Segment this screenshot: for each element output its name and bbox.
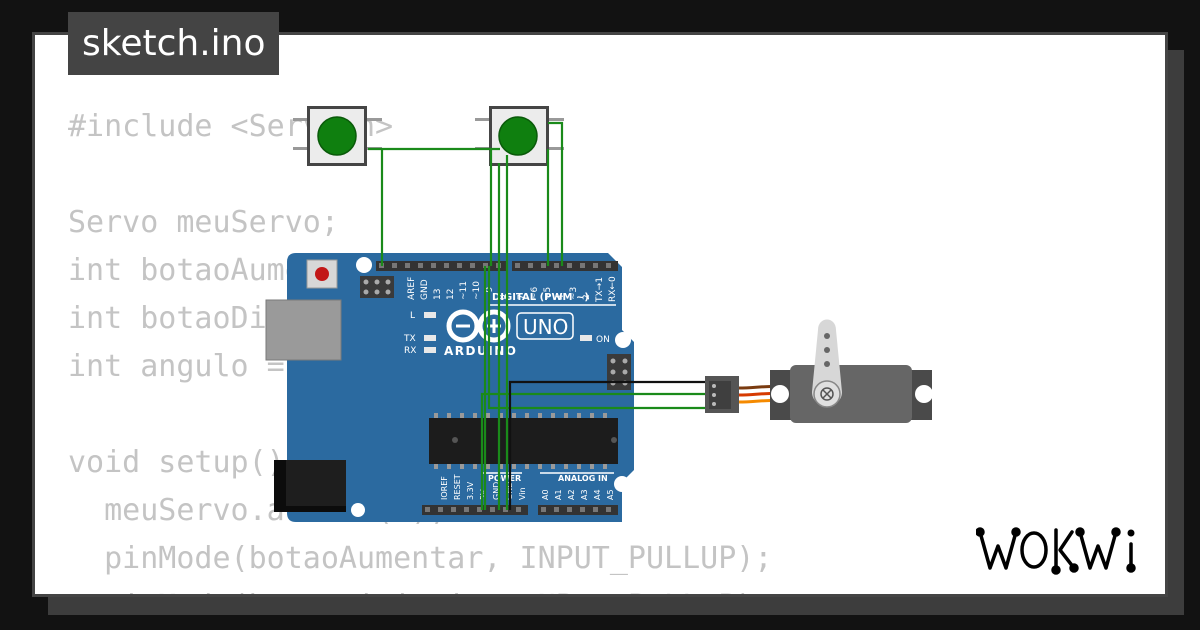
wire-servo-power xyxy=(480,392,706,510)
pin-label: 3.3V xyxy=(466,481,475,500)
led-rx-label: RX xyxy=(404,346,416,356)
pin-label: 12 xyxy=(446,289,456,300)
pin-label: A2 xyxy=(567,489,576,500)
pin-label: A4 xyxy=(593,489,602,500)
pin-label: Vin xyxy=(518,487,527,500)
analog-header[interactable] xyxy=(538,505,618,515)
arduino-uno-board[interactable]: AREF GND 13 12 ~11 ~10 ~9 8 7 ~6 ~5 4 ~3… xyxy=(265,253,634,522)
pin-label: RESET xyxy=(453,474,462,500)
pin-label: ~10 xyxy=(472,281,482,300)
uno-badge xyxy=(516,312,574,340)
pin-label: A0 xyxy=(541,489,550,500)
mounting-hole xyxy=(614,476,630,492)
analog-label: ANALOG IN xyxy=(558,474,608,483)
pin-label: ~6 xyxy=(530,286,540,300)
mounting-hole xyxy=(615,332,631,348)
pin-label: A3 xyxy=(580,489,589,500)
servo-motor[interactable] xyxy=(705,319,933,424)
pin-label: ~5 xyxy=(543,287,553,300)
icsp2-header xyxy=(607,354,631,390)
pin-label: IOREF xyxy=(440,476,449,500)
mounting-hole xyxy=(356,257,372,273)
pin-label: GND xyxy=(420,279,430,300)
pin-label: 2 xyxy=(582,294,592,300)
push-button-right[interactable] xyxy=(475,106,564,166)
mounting-hole xyxy=(351,503,365,517)
servo-shaft-icon xyxy=(820,387,834,401)
led-l-label: L xyxy=(410,311,415,321)
pin-label: TX→1 xyxy=(595,277,605,303)
code-line: Servo meuServo; xyxy=(68,205,339,240)
board-model: UNO xyxy=(523,315,568,339)
file-name-tab[interactable]: sketch.ino xyxy=(68,12,280,75)
led-tx xyxy=(424,335,436,341)
pin-label: 5V xyxy=(479,489,488,500)
usb-port xyxy=(265,299,342,361)
wire-servo-signal xyxy=(487,266,706,410)
led-tx-label: TX xyxy=(403,334,416,344)
code-line: pinMode(botaoAumentar, INPUT_PULLUP); xyxy=(68,541,773,576)
microcontroller-chip xyxy=(429,413,618,469)
pin-label: A1 xyxy=(554,489,563,500)
push-button-left[interactable] xyxy=(293,106,382,166)
pin-label: 4 xyxy=(556,294,566,300)
pin-label: 13 xyxy=(433,289,443,300)
wires xyxy=(368,121,706,510)
code-line: pinMode(botaoDiminuir, INPUT_PULLUP); xyxy=(68,583,772,594)
power-label: POWER xyxy=(488,474,521,483)
pin-label: A5 xyxy=(606,489,615,500)
wire-servo-gnd xyxy=(508,380,706,510)
pin-label: 7 xyxy=(517,294,527,300)
icsp-header xyxy=(360,276,394,298)
digital-pwm-label: DIGITAL (PWM ~) xyxy=(492,292,589,303)
pin-label: AREF xyxy=(407,277,417,300)
wire-button-right-c xyxy=(548,121,564,266)
pin-label: GND xyxy=(492,482,501,500)
led-l xyxy=(424,312,436,318)
pin-label: ~3 xyxy=(569,287,579,300)
on-label: ON xyxy=(596,335,610,345)
pin-label: ~11 xyxy=(459,281,469,300)
led-on xyxy=(580,335,592,341)
pin-label: RX←0 xyxy=(608,276,618,302)
digital-header-left[interactable] xyxy=(376,261,508,271)
led-rx xyxy=(424,347,436,353)
digital-header-right[interactable] xyxy=(512,261,618,271)
code-line: void setup() { xyxy=(68,445,321,480)
power-header[interactable] xyxy=(422,505,528,515)
wokwi-logo xyxy=(976,527,1136,575)
pin-label: 8 xyxy=(498,294,508,300)
